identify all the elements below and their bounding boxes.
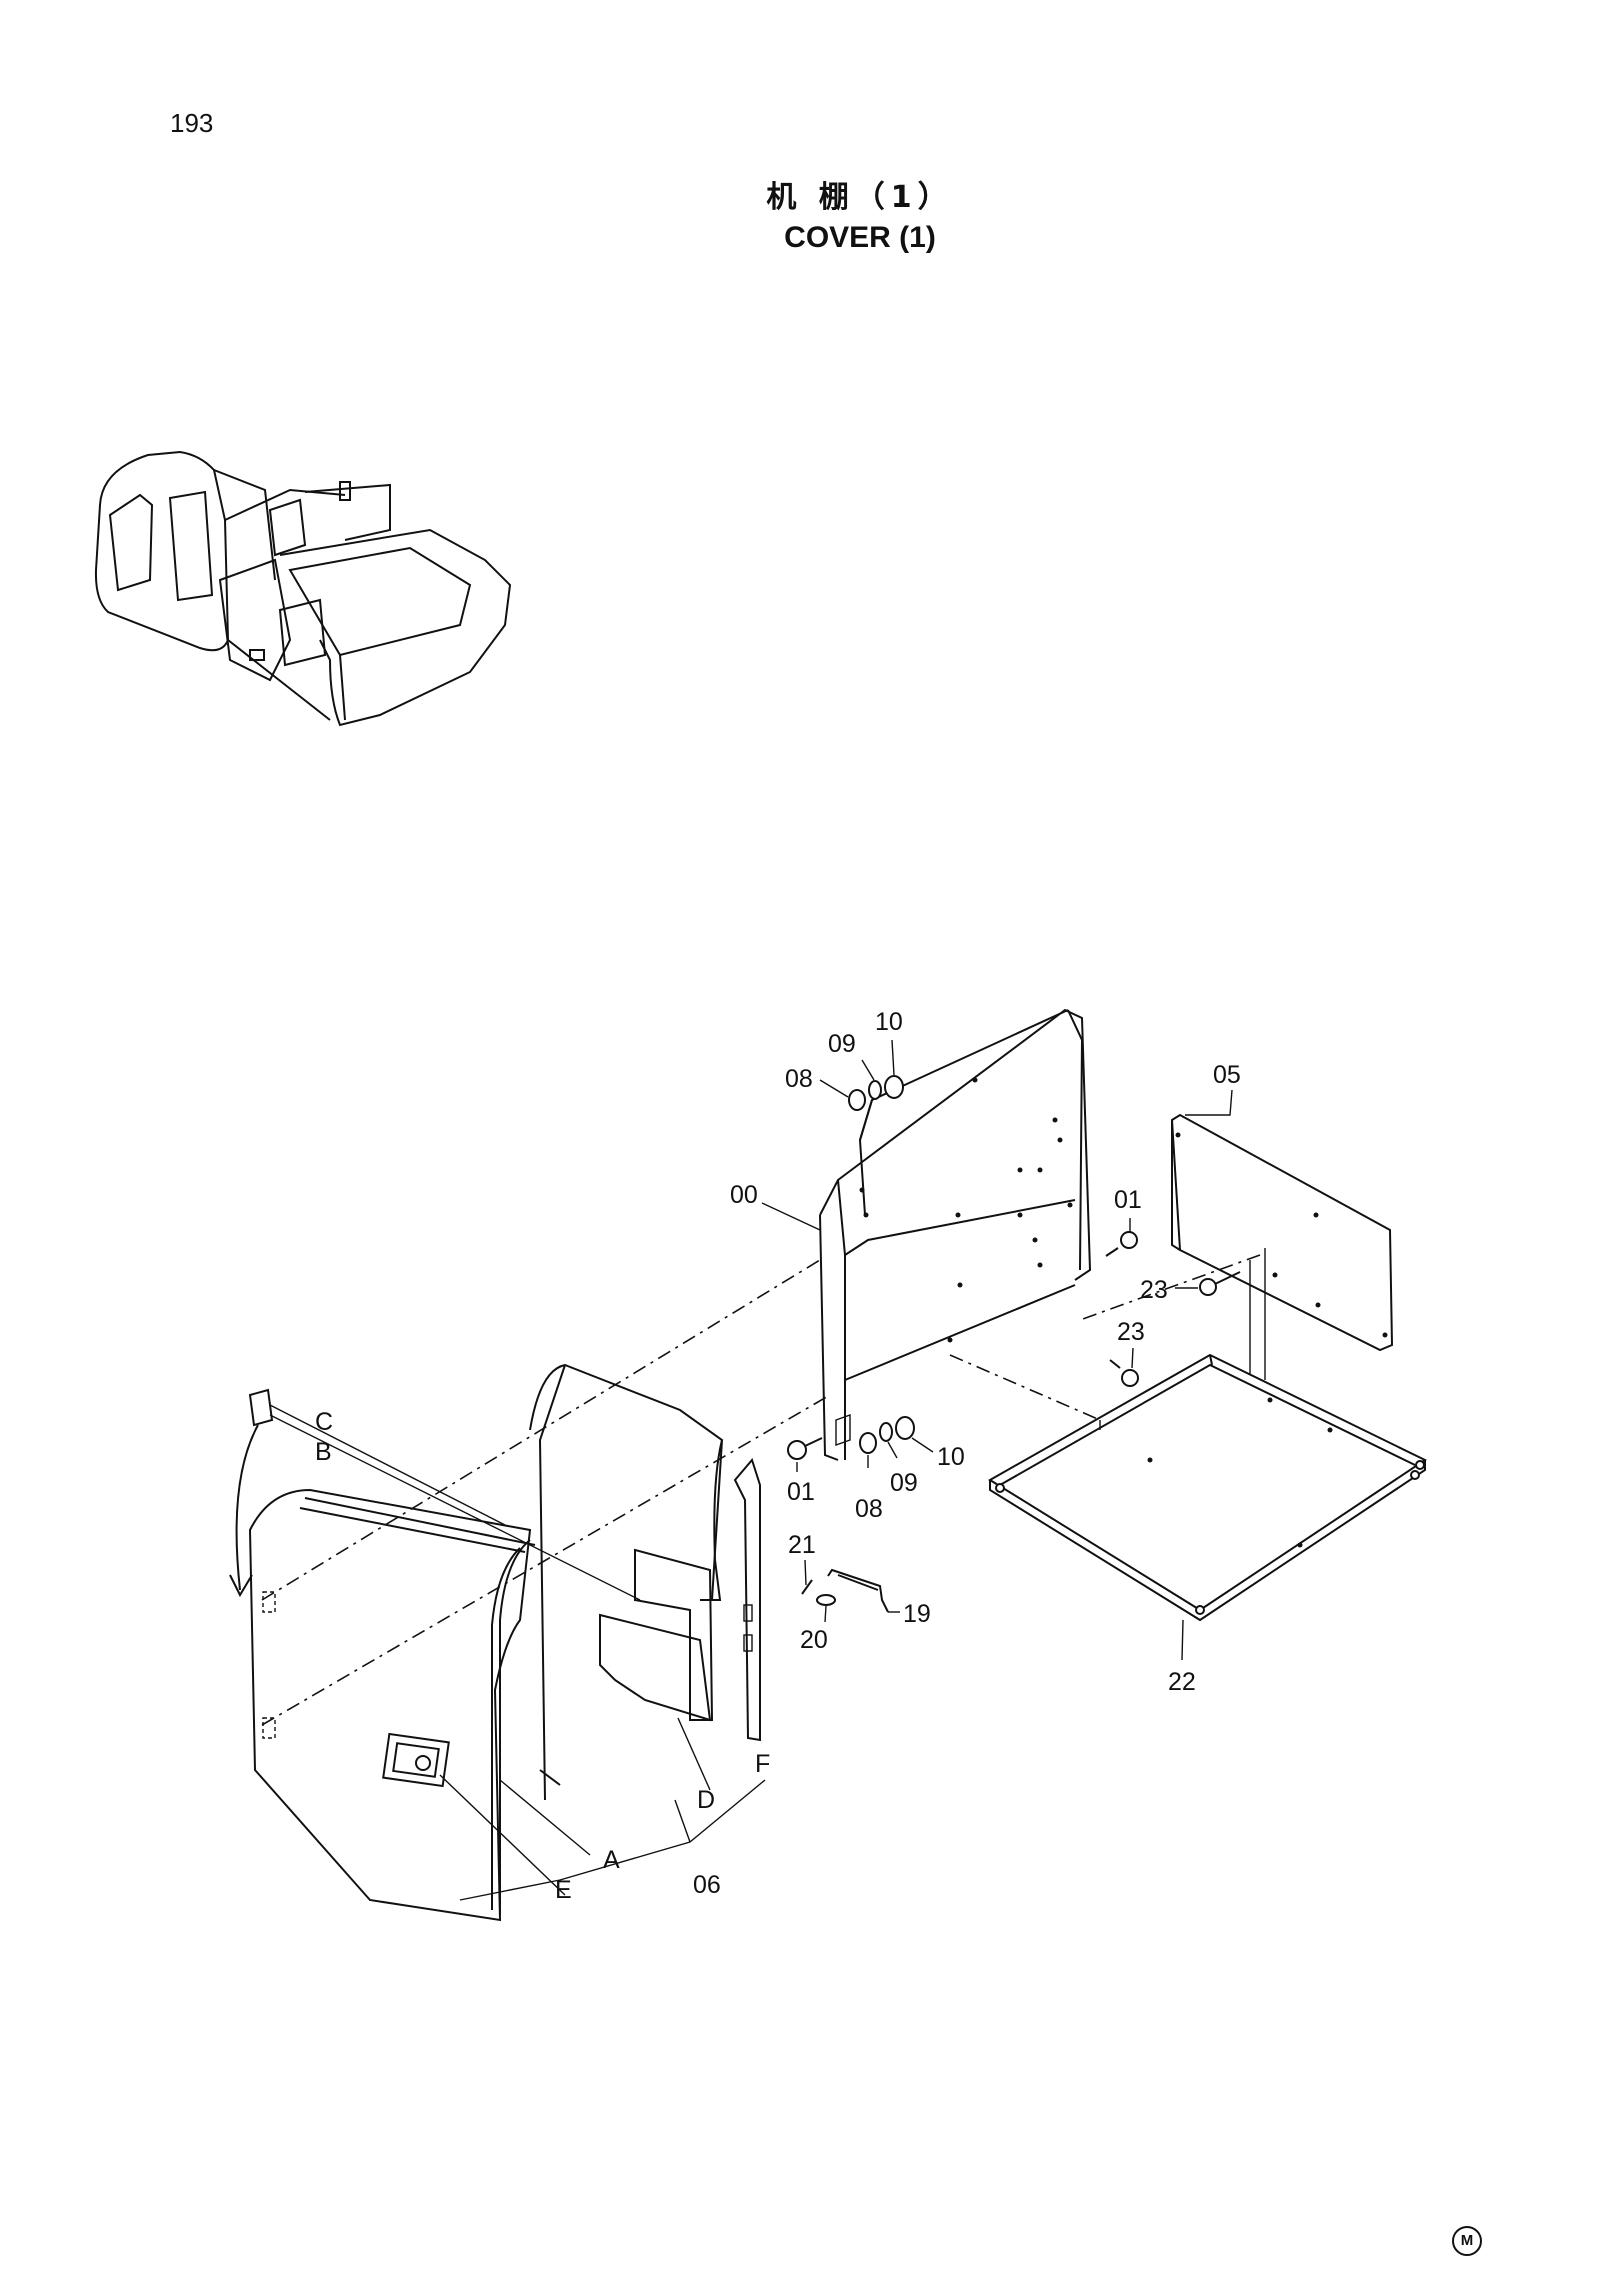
part-label-21: 21 <box>788 1531 816 1559</box>
leader-line-b <box>269 1414 641 1601</box>
leader-lines <box>761 1039 1233 1661</box>
part-label-05: 05 <box>1213 1061 1241 1089</box>
part-label-09-lower: 09 <box>890 1469 918 1497</box>
part-label-08-lower: 08 <box>855 1495 883 1523</box>
title-chinese: 机 棚（1） <box>766 180 954 215</box>
part-label-10-upper: 10 <box>875 1008 903 1036</box>
panel-05 <box>1170 1113 1394 1352</box>
ref-label-f: F <box>755 1750 770 1778</box>
leader-line-06 <box>459 1779 766 1901</box>
part-label-22: 22 <box>1168 1668 1196 1696</box>
part-label-09-upper: 09 <box>828 1030 856 1058</box>
assembly-guide-line <box>261 1259 821 1601</box>
side-cover-assembly <box>229 1363 761 1922</box>
part-label-00: 00 <box>730 1181 758 1209</box>
part-label-23-lower: 23 <box>1117 1318 1145 1346</box>
part-label-08-upper: 08 <box>785 1065 813 1093</box>
ref-label-e: E <box>555 1876 572 1904</box>
assembly-guide-line <box>949 1354 1101 1421</box>
panel-22 <box>988 1248 1428 1622</box>
part-label-01-right: 01 <box>1114 1186 1142 1214</box>
title-block: 机 棚（1） COVER (1) <box>600 178 1120 258</box>
leader-line-d <box>677 1717 711 1791</box>
part-label-20: 20 <box>800 1626 828 1654</box>
assembly-guide-line <box>261 1394 831 1726</box>
fasteners <box>787 1075 1241 1613</box>
ref-label-c: C <box>315 1408 333 1436</box>
panel-00 <box>819 1008 1092 1461</box>
ref-label-b: B <box>315 1438 332 1466</box>
leader-line-c <box>269 1404 506 1526</box>
part-label-23-upper: 23 <box>1140 1276 1168 1304</box>
part-label-01-left: 01 <box>787 1478 815 1506</box>
page-number: 193 <box>170 108 214 138</box>
leader-line-e <box>439 1774 566 1896</box>
part-label-10-lower: 10 <box>937 1443 965 1471</box>
leader-line-a <box>499 1779 591 1856</box>
part-label-06: 06 <box>693 1871 721 1899</box>
title-english: COVER (1) <box>784 221 936 254</box>
ref-label-a: A <box>603 1846 620 1874</box>
part-label-19: 19 <box>903 1600 931 1628</box>
manufacturer-mark: M <box>1452 2226 1482 2256</box>
ref-label-d: D <box>697 1786 715 1814</box>
assembly-guide-line <box>1079 1254 1261 1321</box>
machine-overview-illustration <box>94 450 512 727</box>
